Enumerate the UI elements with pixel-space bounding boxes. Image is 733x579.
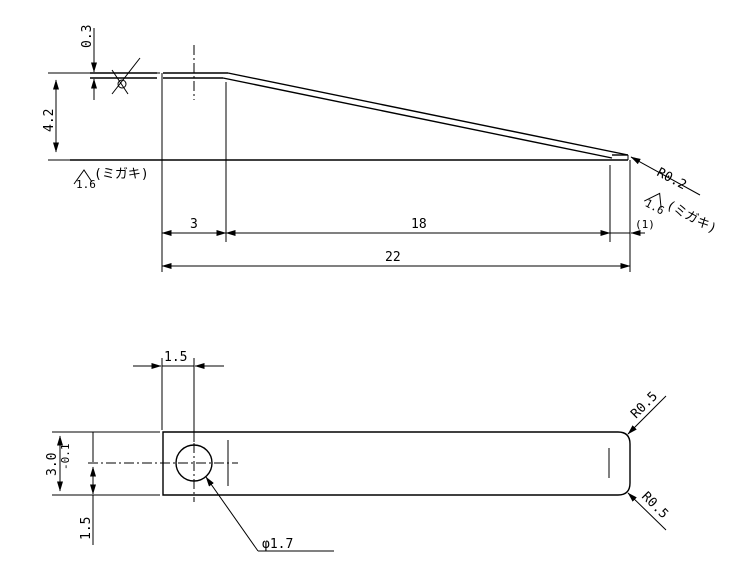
dim-taper-length: 18 — [225, 217, 611, 236]
flatness-symbol — [111, 57, 141, 95]
dim-height: 4.2 — [42, 79, 59, 153]
corner-radius-bottom-label: R0.5 — [638, 489, 671, 522]
dim-hole-offset-label: 1.5 — [164, 350, 187, 365]
bar-outline — [162, 431, 631, 496]
dim-edge-offset-label: 1.5 — [79, 517, 94, 540]
dim-width-tolerance: -0.1 — [59, 444, 72, 471]
corner-radius-top-callout: R0.5 — [627, 389, 667, 435]
tip-radius-callout: R0.2 — [630, 156, 701, 196]
hole-diameter-label: φ1.7 — [262, 537, 293, 552]
dim-overall-length-label: 22 — [385, 250, 401, 265]
dim-width-label: 3.0 — [45, 453, 60, 476]
finish-left-grade: 1.6 — [76, 178, 96, 191]
dim-width: 3.0 -0.1 — [45, 435, 72, 492]
bottom-view: 1.5 3.0 -0.1 1.5 φ1.7 R0.5 — [45, 350, 671, 552]
dim-thickness: 0.3 — [80, 25, 97, 100]
dim-overall-length: 22 — [161, 250, 631, 269]
dim-edge-offset: 1.5 — [79, 432, 96, 545]
wedge-outline — [70, 72, 629, 161]
top-view: 0.3 4.2 1.6 (ミガキ) 3 18 — [42, 25, 719, 272]
dim-base-width-label: 3 — [190, 217, 198, 232]
dim-base-width: 3 — [161, 217, 227, 236]
dim-tip-ref-label: (1) — [635, 218, 655, 231]
surface-finish-left: 1.6 (ミガキ) — [73, 167, 149, 191]
dim-hole-offset: 1.5 — [133, 350, 224, 369]
dim-height-label: 4.2 — [42, 109, 57, 132]
finish-right-grade: 1.6 — [643, 197, 667, 218]
hole-diameter-callout: φ1.7 — [205, 476, 334, 552]
tip-radius-label: R0.2 — [654, 165, 689, 193]
dim-tip-ref: (1) — [610, 218, 655, 236]
dim-taper-length-label: 18 — [411, 217, 427, 232]
dim-thickness-label: 0.3 — [80, 25, 95, 48]
surface-finish-right: 1.6 (ミガキ) — [643, 192, 719, 237]
finish-left-note: (ミガキ) — [94, 167, 149, 182]
corner-radius-bottom-callout: R0.5 — [627, 489, 671, 531]
finish-right-note: (ミガキ) — [664, 198, 719, 237]
